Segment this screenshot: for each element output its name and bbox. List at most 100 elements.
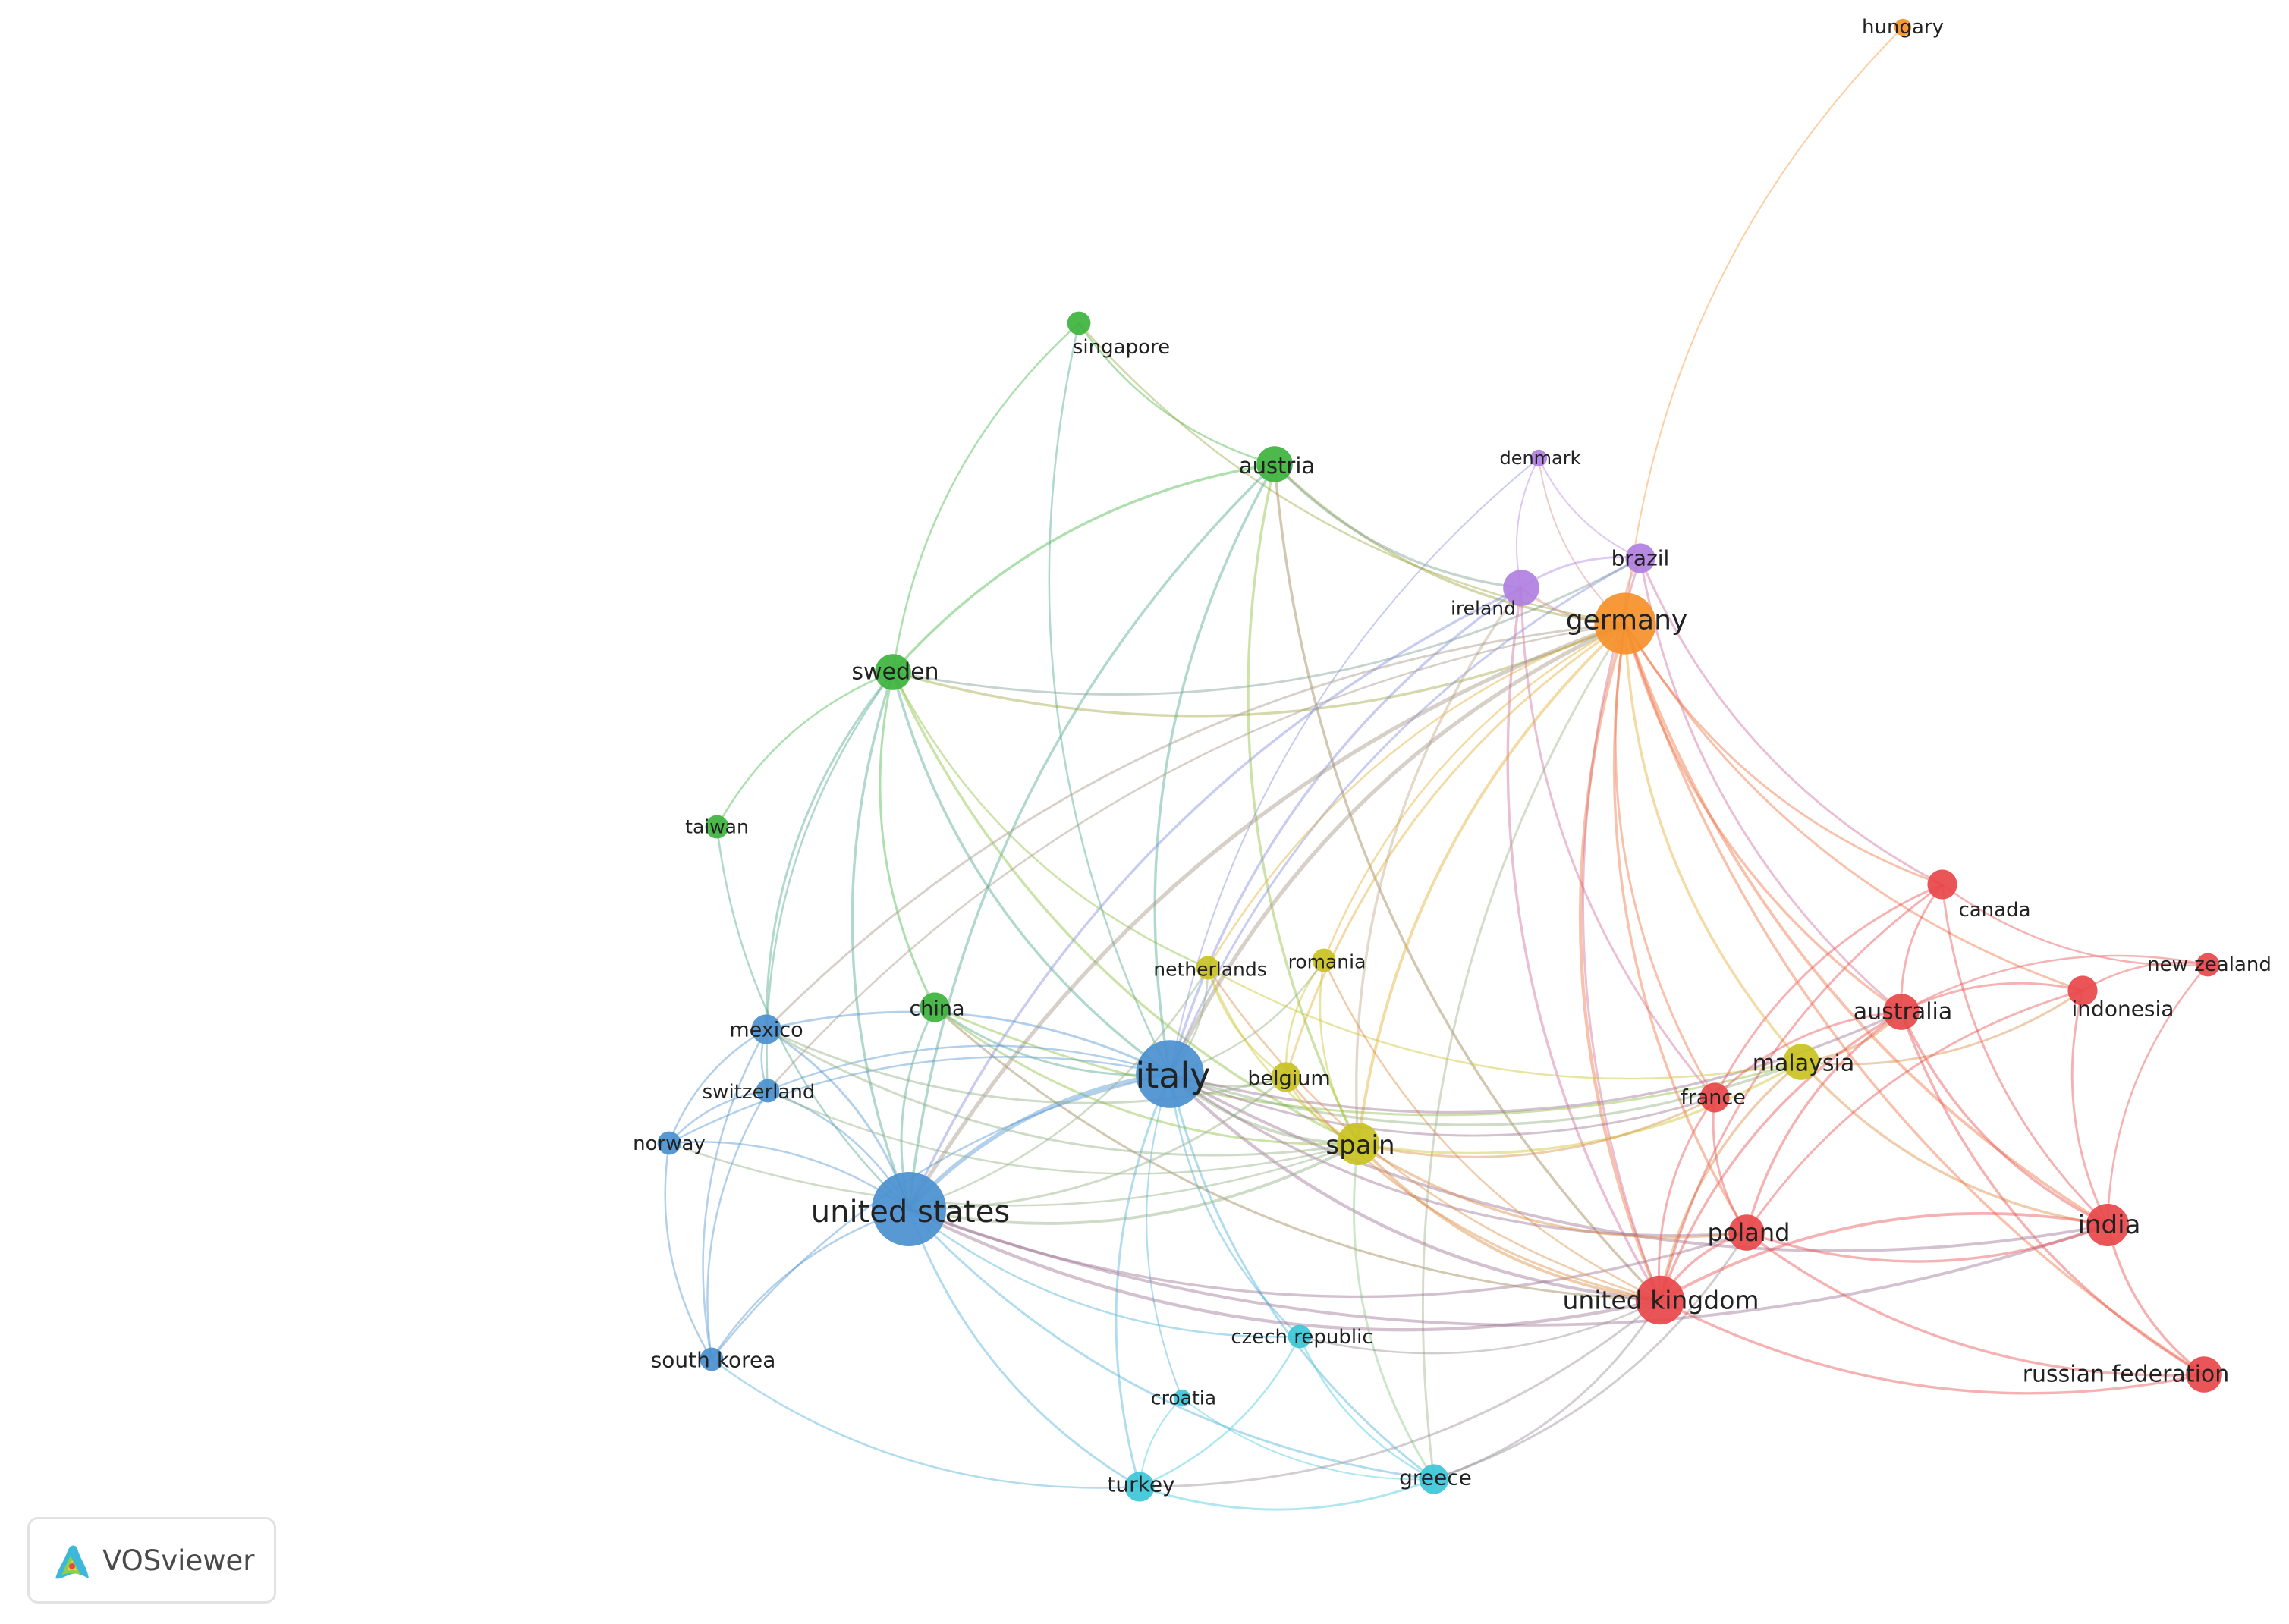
link-italy-czech_republic [1168,1073,1300,1337]
link-united_kingdom-russian_federation [1659,1299,2205,1395]
link-sweden-italy [891,671,1171,1076]
link-sweden-mexico [765,671,895,1030]
node-mexico[interactable] [751,1014,781,1044]
node-china[interactable] [920,992,950,1022]
node-canada[interactable] [1927,869,1957,900]
link-denmark-brazil [1538,457,1641,559]
link-india-united_kingdom [1659,1211,2108,1302]
link-italy-switzerland [767,1044,1171,1092]
link-sweden-china [879,671,936,1008]
link-brazil-italy [1168,557,1641,1075]
vosviewer-badge: VOSviewer [27,1517,276,1604]
label-united-states: united states [811,1195,1010,1230]
node-greece[interactable] [1419,1464,1449,1494]
link-austria-germany [1273,463,1626,625]
node-brazil[interactable] [1625,543,1655,573]
link-singapore-germany [1078,322,1626,625]
link-poland-russian_federation [1745,1231,2205,1377]
link-united_states-poland [908,1208,1747,1299]
node-turkey[interactable] [1124,1472,1155,1502]
link-germany-mexico [765,622,1626,1031]
node-spain[interactable] [1337,1123,1379,1165]
link-switzerland-spain [767,1089,1359,1175]
node-switzerland[interactable] [756,1079,780,1103]
node-indonesia[interactable] [2067,975,2098,1006]
node-south-korea[interactable] [700,1347,724,1371]
label-austria: austria [1239,453,1315,479]
link-sweden-spain [891,671,1359,1145]
node-poland[interactable] [1728,1214,1765,1251]
node-belgium[interactable] [1271,1062,1301,1092]
link-italy-mexico [766,1010,1171,1076]
label-taiwan: taiwan [685,816,749,838]
link-germany-france [1614,623,1716,1098]
link-czech_republic-united_kingdom [1299,1299,1661,1355]
node-italy[interactable] [1136,1040,1204,1108]
node-singapore[interactable] [1067,311,1091,335]
label-spain: spain [1325,1130,1394,1161]
link-united_states-india [908,1208,2108,1327]
node-sweden[interactable] [875,654,911,690]
label-australia: australia [1854,999,1953,1026]
node-romania[interactable] [1312,948,1336,972]
label-canada: canada [1958,899,2030,922]
link-germany-italy [1168,621,1627,1076]
link-malaysia-united_kingdom [1659,1060,1803,1301]
link-china-spain [934,1006,1359,1145]
node-ireland[interactable] [1503,570,1539,606]
node-denmark[interactable] [1530,449,1548,467]
link-austria-united_kingdom [1273,463,1662,1302]
node-india[interactable] [2086,1204,2129,1246]
link-ireland-italy [1168,586,1522,1075]
link-united_states-spain [908,1142,1359,1225]
link-brazil-australia [1639,558,1902,1013]
link-india-russian_federation [2106,1224,2206,1376]
node-malaysia[interactable] [1783,1044,1819,1080]
node-croatia[interactable] [1173,1389,1191,1407]
node-australia[interactable] [1883,994,1920,1030]
node-netherlands[interactable] [1196,956,1220,980]
label-denmark: denmark [1499,448,1580,469]
link-germany-romania [1322,622,1626,961]
link-turkey-greece [1139,1478,1435,1511]
link-germany-poland [1612,623,1748,1233]
link-croatia-greece [1181,1397,1435,1481]
node-hungary[interactable] [1894,18,1912,36]
link-norway-spain [668,1142,1359,1207]
link-germany-russian_federation [1624,623,2205,1376]
link-italy-france [1169,1073,1715,1137]
node-russian-federation[interactable] [2186,1356,2222,1393]
link-switzerland-south_korea [706,1090,769,1360]
label-romania: romania [1288,951,1366,973]
node-layer [657,18,2222,1502]
node-united-kingdom[interactable] [1635,1275,1685,1325]
node-united-states[interactable] [872,1172,946,1246]
node-norway[interactable] [657,1131,681,1155]
link-netherlands-united_kingdom [1206,967,1661,1302]
link-malaysia-india [1800,1060,2108,1227]
node-austria[interactable] [1256,446,1293,482]
node-czech-republic[interactable] [1288,1324,1312,1349]
node-new-zealand[interactable] [2196,953,2220,977]
link-turkey-czech_republic [1139,1336,1301,1488]
link-china-malaysia [934,1006,1802,1117]
link-china-united_kingdom [934,1006,1661,1302]
link-united_states-belgium [908,1076,1287,1211]
node-taiwan[interactable] [705,815,729,839]
link-italy-turkey [1115,1073,1171,1487]
node-france[interactable] [1699,1082,1730,1113]
label-czech-republic: czech republic [1231,1326,1372,1349]
label-malaysia: malaysia [1753,1051,1854,1077]
link-canada-united_kingdom [1659,883,1943,1301]
link-greece-poland [1433,1232,1748,1481]
label-india: india [2078,1210,2141,1240]
link-austria-united_states [907,463,1276,1210]
link-sweden-taiwan [715,671,894,828]
link-france-united_kingdom [1658,1097,1716,1301]
link-singapore-sweden [891,322,1080,673]
link-spain-france [1357,1096,1715,1158]
link-united_states-greece [907,1208,1435,1481]
label-indonesia: indonesia [2072,997,2174,1022]
node-germany[interactable] [1594,592,1656,655]
